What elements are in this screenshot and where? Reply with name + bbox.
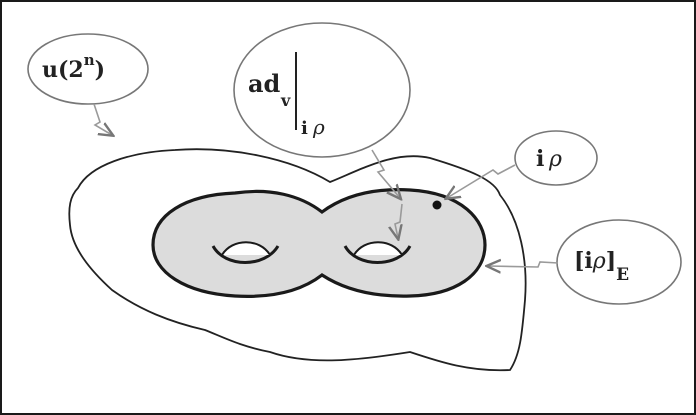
label-irho-i: i — [536, 146, 544, 172]
connector-u2n — [93, 103, 112, 135]
double-torus-surface — [151, 188, 487, 298]
label-bubble-irho — [514, 130, 598, 186]
connector-irho — [447, 164, 516, 198]
left-torus-hole — [211, 241, 280, 264]
label-adv-main: ad — [248, 69, 281, 98]
label-irho-rho: ρ — [548, 147, 562, 172]
connector-adv-2 — [395, 203, 403, 238]
label-bubble-u2n — [27, 33, 149, 105]
connector-adv-1 — [371, 149, 400, 198]
right-torus-hole — [343, 241, 412, 264]
label-adv-sub-rho: ρ — [312, 115, 325, 139]
label-adv-sub-v: v — [280, 91, 291, 110]
label-u2n: u(2n) — [42, 51, 105, 83]
point-irho — [432, 200, 442, 210]
connector-irho-E — [488, 262, 559, 267]
label-bubble-adv — [233, 22, 411, 158]
label-bubble-irho-E — [556, 219, 682, 305]
label-irho-E: [iρ]E — [574, 248, 629, 285]
label-adv-sub-i: i — [301, 118, 308, 139]
